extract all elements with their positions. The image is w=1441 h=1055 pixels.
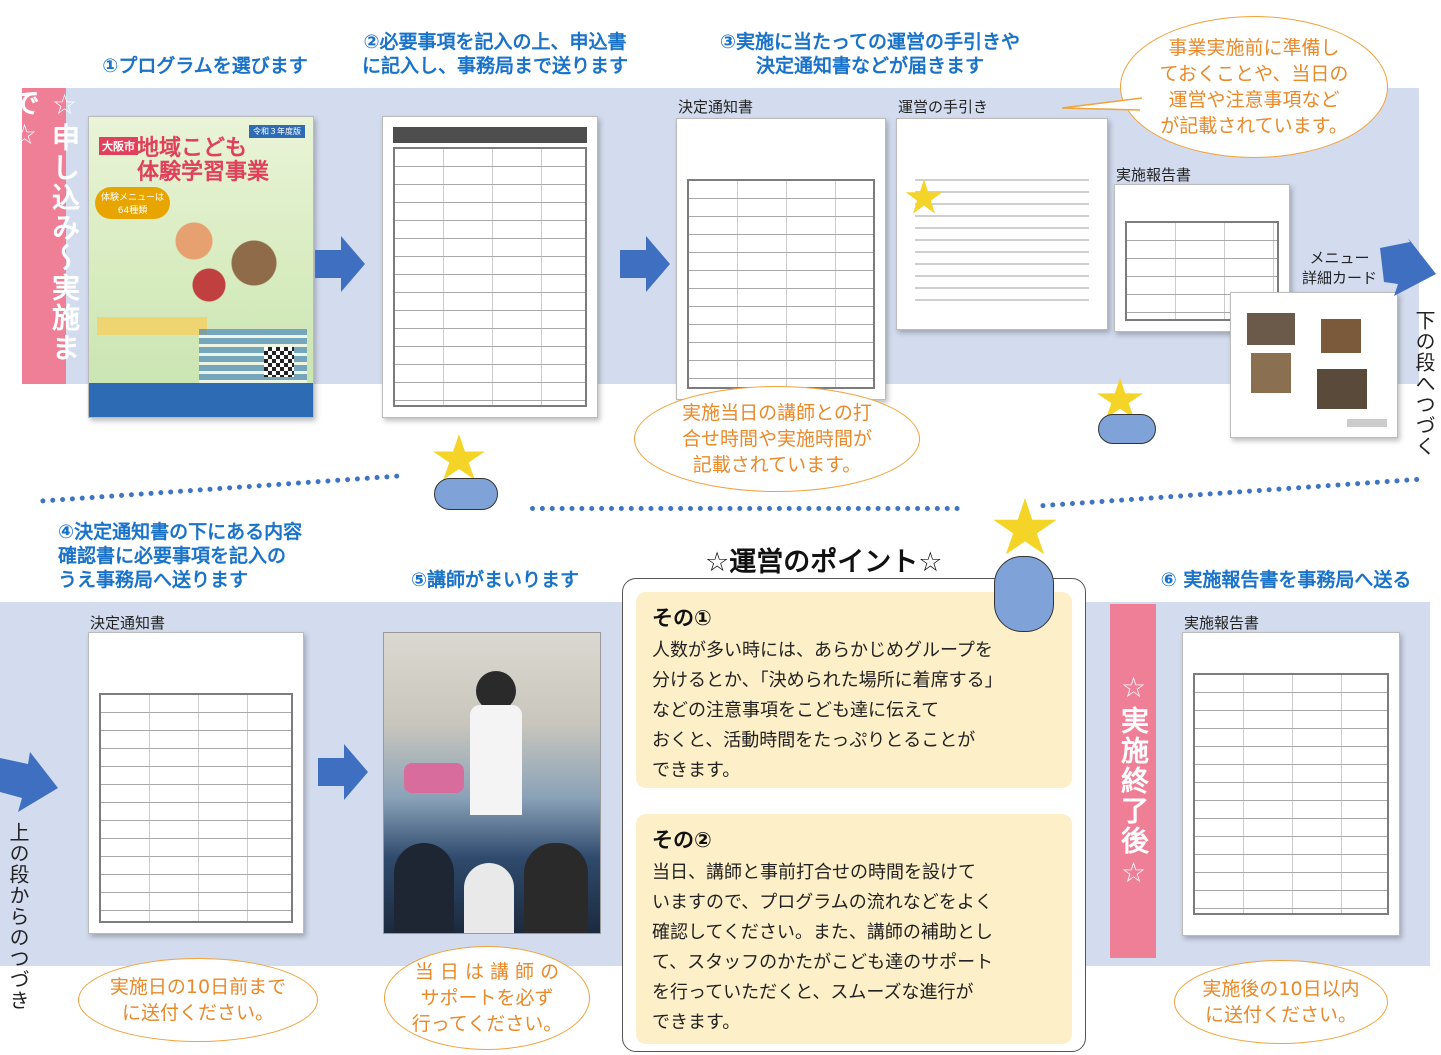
report-label-2: 実施報告書 — [1184, 614, 1260, 632]
operation-guide-image — [896, 118, 1108, 330]
brochure-image: 大阪市 令和３年度版 地域こども 体験学習事業 体験メニューは 64種類 — [88, 116, 314, 418]
arrow-right-icon — [620, 236, 670, 292]
report-label: 実施報告書 — [1116, 166, 1192, 184]
menu-card-label: メニュー 詳細カード — [1302, 249, 1378, 287]
menu-card-image — [1230, 292, 1398, 438]
arrow-down-right-icon — [0, 752, 58, 812]
brochure-year: 令和３年度版 — [249, 125, 305, 138]
side-tag-bottom: ☆実施終了後☆ — [1110, 604, 1156, 958]
point-2-text: 当日、講師と事前打合せの時間を設けて いますので、プログラムの流れなどをよく 確… — [652, 862, 994, 1033]
dotted-path — [530, 506, 960, 511]
continue-below-note: 下の段へつづく — [1412, 310, 1436, 457]
dotted-path — [40, 473, 400, 504]
points-title: ☆運営のポイント☆ — [705, 547, 943, 578]
step-4-title: ④決定通知書の下にある内容 確認書に必要事項を記入の うえ事務局へ送ります — [58, 521, 303, 591]
side-tag-top: ☆申し込み～実施まで☆ — [8, 88, 81, 384]
star-mascot-icon — [984, 498, 1064, 638]
point-2-heading: その② — [652, 828, 712, 852]
point-item-1: その① 人数が多い時には、あらかじめグループを 分けるとか、「決められた場所に着… — [636, 592, 1072, 788]
bubble-tail — [1062, 97, 1142, 111]
step-2-title: ②必要事項を記入の上、申込書 に記入し、事務局まで送ります — [361, 31, 628, 77]
application-form-image — [382, 116, 598, 418]
rocket-mascot-icon — [1078, 378, 1178, 448]
decision-notice-image — [676, 118, 886, 400]
step-5-title: ⑤講師がまいります — [410, 569, 580, 591]
point-1-heading: その① — [652, 606, 712, 630]
decision-notice-label-2: 決定通知書 — [90, 614, 166, 632]
operation-guide-label: 運営の手引き — [898, 98, 989, 116]
step-3-title: ③実施に当たっての運営の手引きや 決定通知書などが届きます — [719, 31, 1021, 77]
decision-notice-label: 決定通知書 — [678, 98, 754, 116]
instructor-photo — [383, 632, 601, 934]
brochure-title: 地域こども 体験学習事業 — [137, 136, 270, 185]
bubble-pre-event: 事業実施前に準備し ておくことや、当日の 運営や注意事項など が記載されています… — [1120, 16, 1388, 158]
dotted-path — [1040, 476, 1420, 509]
report-image — [1114, 184, 1290, 332]
bubble-meeting-time: 実施当日の講師との打 合せ時間や実施時間が 記載されています。 — [634, 386, 920, 492]
point-item-2: その② 当日、講師と事前打合せの時間を設けて いますので、プログラムの流れなどを… — [636, 814, 1072, 1044]
continue-from-above-note: 上の段からのつづき — [6, 822, 30, 1011]
arrow-right-icon — [315, 236, 365, 292]
step-1-title: ①プログラムを選びます — [102, 55, 308, 77]
bubble-ten-days-after: 実施後の10日以内 に送付ください。 — [1174, 960, 1388, 1044]
arrow-right-icon — [318, 744, 368, 800]
rocket-mascot-icon — [416, 434, 516, 518]
arrow-down-right-icon — [1380, 238, 1436, 296]
decision-notice-image-2 — [88, 632, 304, 934]
report-image-2 — [1182, 632, 1400, 936]
bubble-ten-days-before: 実施日の10日前まで に送付ください。 — [78, 958, 318, 1042]
point-1-text: 人数が多い時には、あらかじめグループを 分けるとか、「決められた場所に着席する」… — [652, 640, 1003, 781]
step-6-title: ⑥ 実施報告書を事務局へ送る — [1160, 569, 1412, 591]
bubble-support: 当 日 は 講 師 の サポートを必ず 行ってください。 — [384, 946, 590, 1050]
brochure-city: 大阪市 — [99, 137, 138, 155]
